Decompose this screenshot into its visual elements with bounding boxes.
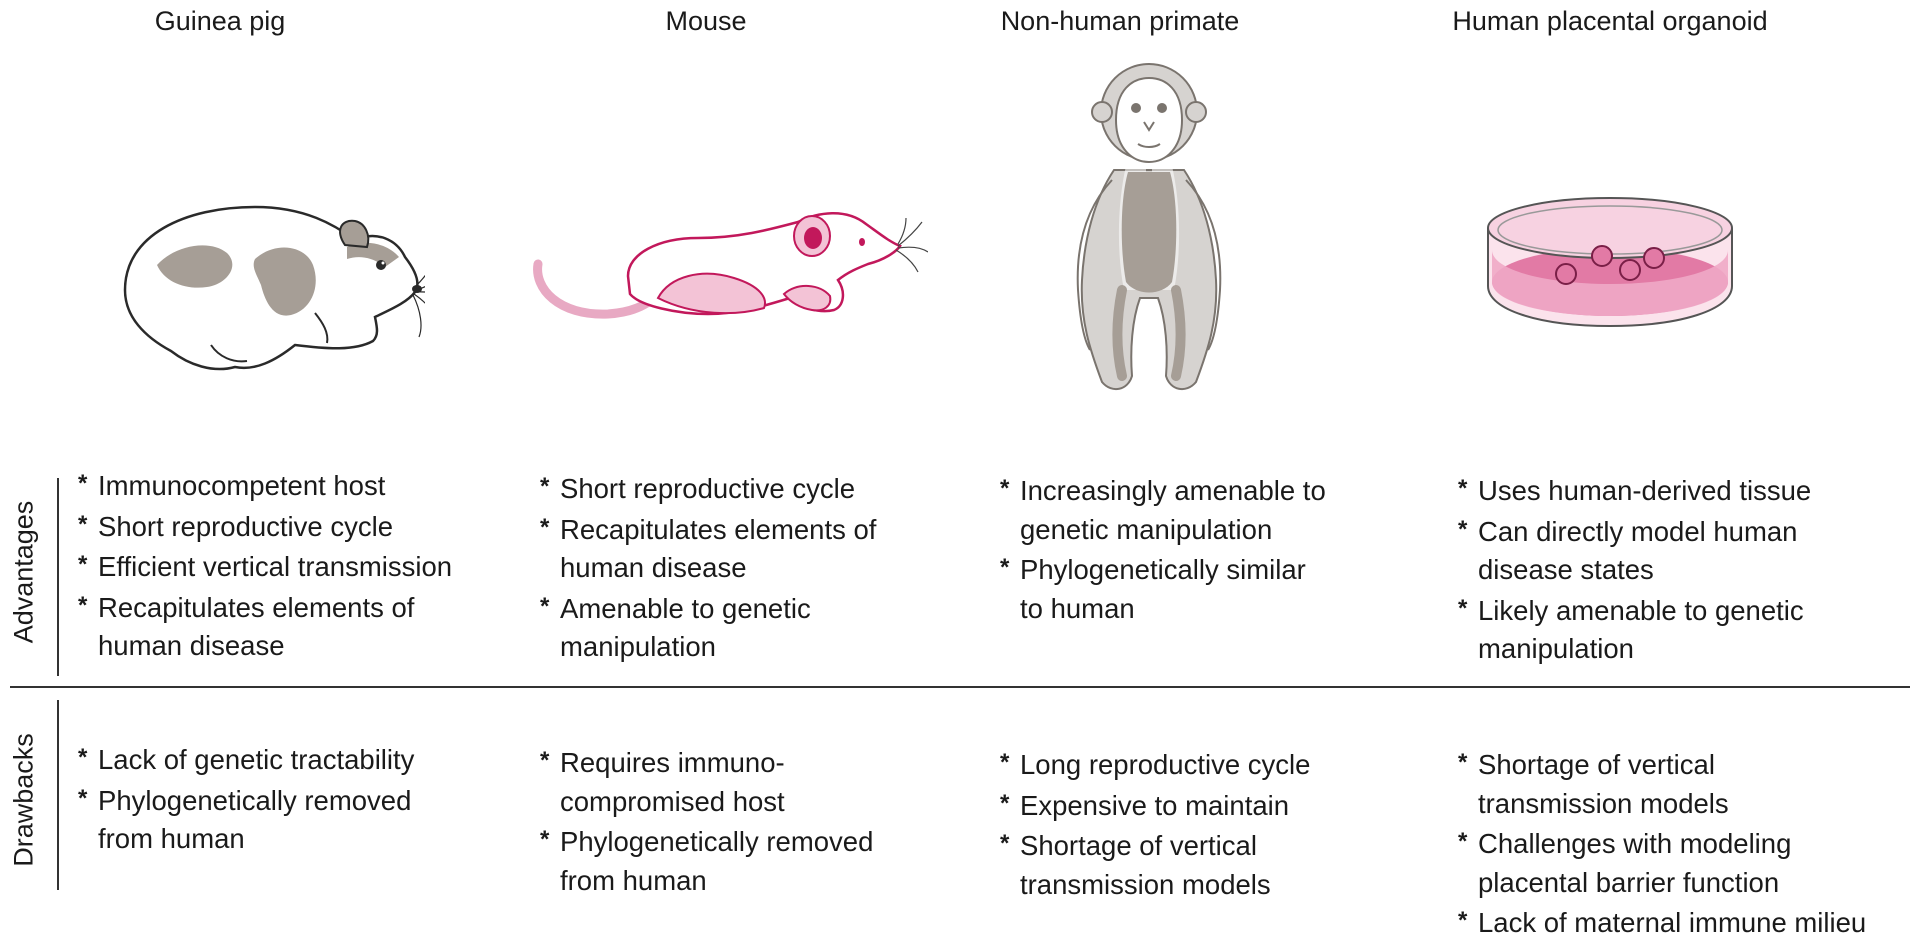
mouse-illustration bbox=[528, 198, 928, 338]
advantages-item-line: genetic manipulation bbox=[1020, 513, 1273, 545]
drawbacks-axis-line bbox=[57, 700, 59, 890]
drawbacks-item-line: from human bbox=[98, 823, 245, 854]
advantages-item: Immunocompetent host bbox=[78, 465, 452, 506]
drawbacks-item-line: Shortage of vertical bbox=[1478, 749, 1715, 780]
advantages-axis-line bbox=[57, 478, 59, 676]
drawbacks-item-line: placental barrier function bbox=[1478, 866, 1780, 898]
drawbacks-list-primate: Long reproductive cycleExpensive to main… bbox=[1000, 744, 1311, 904]
advantages-item-line: Likely amenable to genetic bbox=[1478, 594, 1804, 626]
advantages-item-line: Phylogenetically similar bbox=[1020, 554, 1306, 585]
advantages-item-line: Uses human-derived tissue bbox=[1478, 475, 1812, 506]
advantages-item: Can directly model human disease states bbox=[1458, 511, 1811, 590]
advantages-item: Short reproductive cycle bbox=[78, 506, 452, 547]
drawbacks-item-line: Expensive to maintain bbox=[1020, 789, 1290, 821]
advantages-item: Short reproductive cycle bbox=[540, 468, 876, 509]
advantages-item: Amenable to genetic manipulation bbox=[540, 588, 876, 667]
drawbacks-item: Lack of genetic tractability bbox=[78, 739, 415, 780]
title-human-placental-organoid: Human placental organoid bbox=[1452, 6, 1768, 36]
drawbacks-item: Expensive to maintain bbox=[1000, 785, 1310, 826]
drawbacks-item-line: transmission models bbox=[1020, 868, 1271, 900]
drawbacks-item: Shortage of vertical transmission models bbox=[1458, 744, 1866, 823]
advantages-item: Recapitulates elements of human disease bbox=[540, 509, 877, 588]
row-label-drawbacks: Drawbacks bbox=[8, 733, 39, 867]
advantages-item-line: Short reproductive cycle bbox=[98, 510, 393, 542]
drawbacks-item-line: from human bbox=[560, 864, 707, 896]
primate-illustration bbox=[1054, 50, 1244, 405]
advantages-item: Uses human-derived tissue bbox=[1458, 470, 1812, 511]
advantages-item-line: to human bbox=[1020, 592, 1135, 624]
drawbacks-list-guinea-pig: Lack of genetic tractabilityPhylogenetic… bbox=[78, 739, 415, 859]
advantages-item-line: manipulation bbox=[1478, 633, 1634, 664]
title-non-human-primate: Non-human primate bbox=[1000, 6, 1240, 36]
drawbacks-item-line: Phylogenetically removed bbox=[560, 826, 874, 857]
advantages-item-line: Increasingly amenable to bbox=[1020, 475, 1326, 506]
advantages-list-primate: Increasingly amenable to genetic manipula… bbox=[1000, 470, 1326, 628]
drawbacks-item-line: Shortage of vertical bbox=[1020, 830, 1257, 861]
drawbacks-list-mouse: Requires immuno-compromised hostPhylogen… bbox=[540, 742, 874, 900]
guinea-pig-illustration bbox=[115, 195, 425, 385]
advantages-item: Increasingly amenable to genetic manipula… bbox=[1000, 470, 1326, 549]
drawbacks-item: Long reproductive cycle bbox=[1000, 744, 1311, 785]
drawbacks-item-line: Long reproductive cycle bbox=[1020, 749, 1311, 780]
advantages-item: Efficient vertical transmission bbox=[78, 546, 453, 587]
advantages-item-line: Immunocompetent host bbox=[98, 470, 386, 501]
drawbacks-item: Phylogenetically removed from human bbox=[540, 821, 874, 900]
drawbacks-item-line: Requires immuno- bbox=[560, 747, 785, 778]
drawbacks-item-line: Challenges with modeling bbox=[1478, 828, 1792, 859]
advantages-item-line: Short reproductive cycle bbox=[560, 473, 855, 504]
advantages-item-line: Can directly model human bbox=[1478, 515, 1798, 547]
advantages-item: Phylogenetically similar to human bbox=[1000, 549, 1326, 628]
drawbacks-item: Lack of maternal immune milieu bbox=[1458, 902, 1867, 943]
drawbacks-item: Challenges with modeling placental barrie… bbox=[1458, 823, 1866, 902]
advantages-list-mouse: Short reproductive cycleRecapitulates el… bbox=[540, 468, 877, 667]
advantages-item: Likely amenable to genetic manipulation bbox=[1458, 590, 1811, 669]
row-label-advantages: Advantages bbox=[8, 500, 39, 644]
advantages-item-line: human disease bbox=[560, 552, 747, 583]
advantages-item-line: manipulation bbox=[560, 631, 716, 662]
drawbacks-item: Requires immuno-compromised host bbox=[540, 742, 873, 821]
advantages-item-line: Amenable to genetic bbox=[560, 592, 811, 624]
drawbacks-item: Phylogenetically removed from human bbox=[78, 780, 414, 859]
drawbacks-list-organoid: Shortage of vertical transmission modelsC… bbox=[1458, 744, 1867, 943]
drawbacks-item: Shortage of vertical transmission models bbox=[1000, 825, 1310, 904]
drawbacks-item-line: compromised host bbox=[560, 785, 785, 817]
title-guinea-pig: Guinea pig bbox=[154, 6, 286, 36]
advantages-item-line: Efficient vertical transmission bbox=[98, 551, 453, 582]
advantages-item-line: Recapitulates elements of bbox=[560, 513, 877, 545]
advantages-item-line: Recapitulates elements of bbox=[98, 591, 415, 623]
title-mouse: Mouse bbox=[665, 6, 747, 36]
drawbacks-item-line: Lack of genetic tractability bbox=[98, 744, 415, 775]
drawbacks-item-line: Lack of maternal immune milieu bbox=[1478, 907, 1867, 938]
drawbacks-item-line: Phylogenetically removed bbox=[98, 784, 412, 816]
advantages-item-line: human disease bbox=[98, 630, 285, 661]
advantages-item: Recapitulates elements of human disease bbox=[78, 587, 452, 666]
petri-dish-organoid-illustration bbox=[1480, 190, 1740, 330]
advantages-list-guinea-pig: Immunocompetent hostShort reproductive c… bbox=[78, 465, 453, 666]
drawbacks-item-line: transmission models bbox=[1478, 787, 1729, 819]
row-divider bbox=[10, 686, 1910, 688]
advantages-list-organoid: Uses human-derived tissueCan directly mo… bbox=[1458, 470, 1812, 669]
advantages-item-line: disease states bbox=[1478, 554, 1654, 585]
